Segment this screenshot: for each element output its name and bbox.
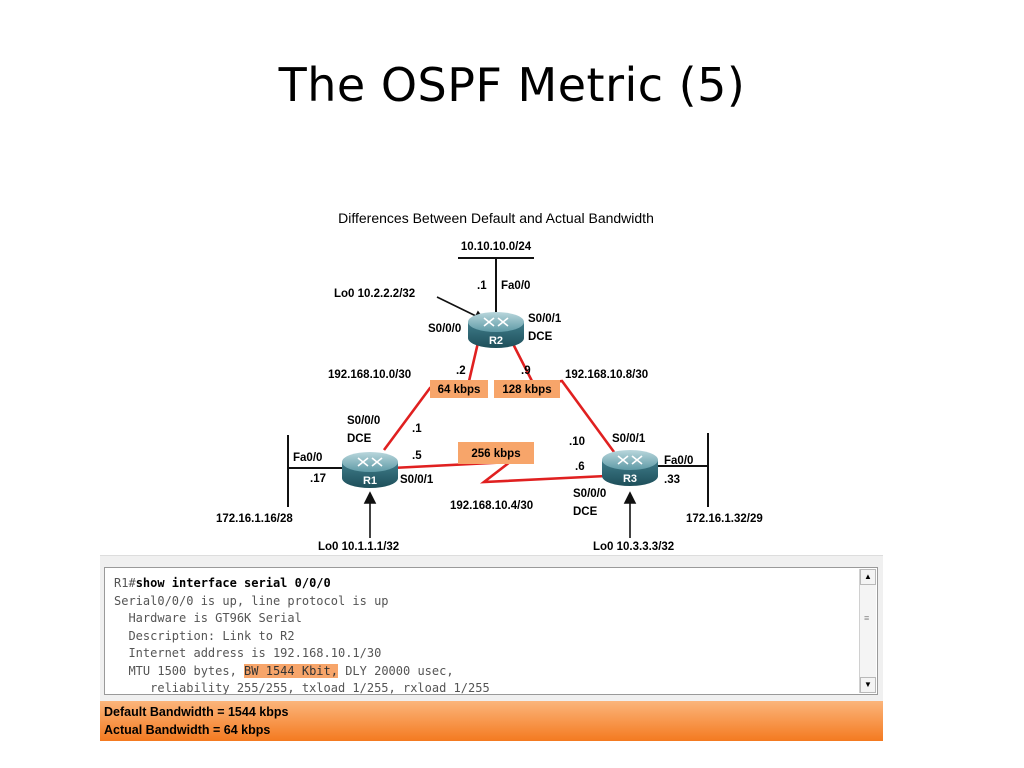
scroll-down-arrow-icon[interactable]: ▼ <box>860 677 876 693</box>
svg-text:64 kbps: 64 kbps <box>438 384 481 396</box>
r2-lo-arrow <box>436 296 479 318</box>
label-r1-ip-up: .1 <box>412 423 422 435</box>
label-r3-lo: Lo0 10.3.3.3/32 <box>593 541 674 553</box>
vertical-scrollbar[interactable]: ▲ ≡ ▼ <box>859 569 876 693</box>
scroll-grip-icon[interactable]: ≡ <box>864 613 870 623</box>
label-r1-s000: S0/0/0 <box>347 415 380 427</box>
cli-line: MTU 1500 bytes, <box>114 663 245 678</box>
cli-command: show interface serial 0/0/0 <box>135 576 331 590</box>
router-r1-label: R1 <box>363 475 377 487</box>
router-r2-label: R2 <box>489 335 503 347</box>
label-net-r1r3: 192.168.10.4/30 <box>450 500 533 512</box>
label-r3-s001: S0/0/1 <box>612 433 646 445</box>
cli-line: Hardware is GT96K Serial <box>114 611 302 625</box>
label-r3-lan-ip: .33 <box>664 474 680 486</box>
router-r2: R2 <box>468 312 524 348</box>
label-r1-fa: Fa0/0 <box>293 452 322 464</box>
label-lan-r3: 172.16.1.32/29 <box>686 513 763 525</box>
slide-title: The OSPF Metric (5) <box>278 58 746 112</box>
cli-output-panel: R1#show interface serial 0/0/0 Serial0/0… <box>100 555 883 741</box>
label-r2-ip-left: .2 <box>456 365 466 377</box>
label-r1-lan-ip: .17 <box>310 473 326 485</box>
bw-badge-r1-r2: 64 kbps <box>430 380 488 398</box>
label-r1-s001: S0/0/1 <box>400 474 434 486</box>
label-r1-ip-right: .5 <box>412 450 422 462</box>
label-r2-dce: DCE <box>528 331 553 343</box>
cli-line: Serial0/0/0 is up, line protocol is up <box>114 593 389 608</box>
r1-lo-arrowhead <box>363 491 377 504</box>
router-r1: R1 <box>342 452 398 488</box>
bandwidth-summary-footer: Default Bandwidth = 1544 kbps Actual Ban… <box>100 701 883 741</box>
cli-line: reliability 255/255, txload 1/255, rxloa… <box>114 681 490 695</box>
scroll-up-arrow-icon[interactable]: ▲ <box>860 569 876 585</box>
label-r1-lo: Lo0 10.1.1.1/32 <box>318 541 399 553</box>
label-r3-ip-left: .6 <box>575 461 585 473</box>
r3-lo-arrowhead <box>623 491 637 504</box>
diagram-title: Differences Between Default and Actual B… <box>338 210 654 226</box>
router-r3: R3 <box>602 450 658 486</box>
label-r2-lo: Lo0 10.2.2.2/32 <box>334 288 415 300</box>
svg-text:256 kbps: 256 kbps <box>471 448 520 460</box>
cli-text: R1#show interface serial 0/0/0 Serial0/0… <box>114 575 490 695</box>
cli-bandwidth-highlight: BW 1544 Kbit, <box>244 663 338 678</box>
label-r1-dce: DCE <box>347 433 372 445</box>
label-r3-fa: Fa0/0 <box>664 455 693 467</box>
cli-line: DLY 20000 usec, <box>337 663 454 678</box>
label-r3-ip-up: .10 <box>569 436 585 448</box>
label-r2-fa: Fa0/0 <box>501 280 530 292</box>
lan-segments <box>287 257 709 507</box>
default-bandwidth-text: Default Bandwidth = 1544 kbps <box>104 705 289 719</box>
label-r3-dce: DCE <box>573 506 598 518</box>
label-r2-ip-right: .9 <box>521 365 531 377</box>
svg-text:128 kbps: 128 kbps <box>502 384 551 396</box>
cli-line: Description: Link to R2 <box>114 628 295 643</box>
bw-badge-r2-r3: 128 kbps <box>494 380 560 398</box>
router-r3-label: R3 <box>623 473 637 485</box>
diagram-labels: 10.10.10.0/24 .1 Fa0/0 Lo0 10.2.2.2/32 S… <box>216 241 763 553</box>
serial-link-r1-r3 <box>391 460 607 484</box>
actual-bandwidth-text: Actual Bandwidth = 64 kbps <box>104 723 271 737</box>
label-r3-s000: S0/0/0 <box>573 488 606 500</box>
label-net-r1r2: 192.168.10.0/30 <box>328 369 411 381</box>
label-lan-r1: 172.16.1.16/28 <box>216 513 293 525</box>
bw-badge-r1-r3: 256 kbps <box>458 442 534 464</box>
label-r2-lan-ip: .1 <box>477 280 487 292</box>
label-lan-r2: 10.10.10.0/24 <box>461 241 532 253</box>
label-r2-s001: S0/0/1 <box>528 313 562 325</box>
label-net-r2r3: 192.168.10.8/30 <box>565 369 648 381</box>
cli-terminal[interactable]: R1#show interface serial 0/0/0 Serial0/0… <box>104 567 878 695</box>
label-r2-s000: S0/0/0 <box>428 323 461 335</box>
cli-prompt: R1# <box>114 576 136 590</box>
cli-line: Internet address is 192.168.10.1/30 <box>114 646 382 660</box>
